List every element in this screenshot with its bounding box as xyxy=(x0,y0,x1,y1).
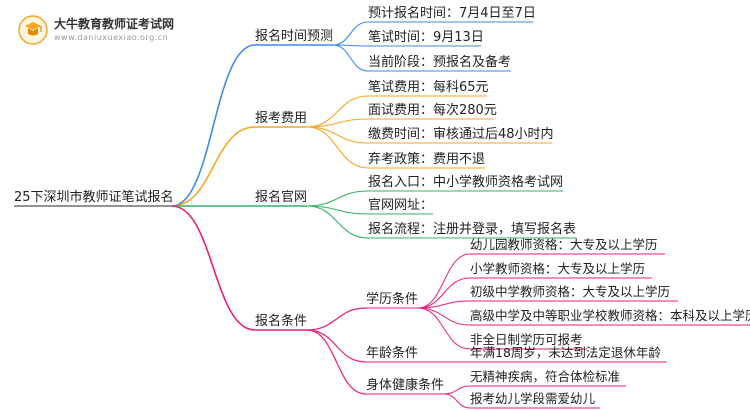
leaf-node: 报名流程：注册并登录，填写报名表 xyxy=(368,221,576,237)
leaf-node: 笔试时间：9月13日 xyxy=(368,29,484,45)
leaf-connector xyxy=(306,126,369,169)
sub-connector xyxy=(306,307,367,331)
root-node: 25下深圳市教师证笔试报名 xyxy=(14,189,174,205)
leaf-node: 预计报名时间：7月4日至7日 xyxy=(368,5,536,21)
leaf-connector xyxy=(417,307,471,350)
leaf-node: 高级中学及中等职业学校教师资格：本科及以上学历 xyxy=(470,308,750,323)
sub-branch-node: 学历条件 xyxy=(366,291,418,307)
branch-connector-fee xyxy=(171,126,256,207)
sub-connector xyxy=(306,329,367,363)
branch-node-fee: 报考费用 xyxy=(255,111,307,126)
leaf-node: 笔试费用：每科65元 xyxy=(368,79,489,95)
leaf-connector xyxy=(306,95,369,128)
graduation-book-icon xyxy=(18,15,48,45)
leaf-node: 年满18周岁，未达到法定退休年龄 xyxy=(470,345,661,360)
leaf-connector xyxy=(417,253,471,309)
leaf-node: 非全日制学历可报考 xyxy=(470,332,583,347)
branch-connector-time xyxy=(171,44,256,207)
leaf-node: 面试费用：每次280元 xyxy=(368,102,497,118)
leaf-node: 当前阶段：预报名及备考 xyxy=(368,54,511,70)
leaf-node: 报名入口：中小学教师资格考试网 xyxy=(368,174,563,190)
sub-branch-node: 年龄条件 xyxy=(366,345,418,361)
leaf-connector xyxy=(332,21,369,46)
sub-branch-node: 身体健康条件 xyxy=(366,377,444,393)
logo-title: 大牛教育教师证考试网 xyxy=(54,17,175,31)
sub-connector xyxy=(306,329,367,395)
leaf-connector xyxy=(306,126,369,144)
leaf-node: 幼儿园教师资格：大专及以上学历 xyxy=(470,237,658,252)
leaf-connector xyxy=(306,205,369,239)
node-labels: 25下深圳市教师证笔试报名 报名时间预测 预计报名时间：7月4日至7日笔试时间：9月… xyxy=(14,5,750,406)
leaf-node: 官网网址： xyxy=(368,197,433,213)
leaf-connector xyxy=(443,393,471,409)
branch-node-site: 报名官网 xyxy=(255,189,307,205)
connector-lines xyxy=(14,21,750,409)
branch-connector-cond xyxy=(171,205,256,331)
leaf-node: 报考幼儿学段需爱幼儿 xyxy=(470,391,596,406)
branch-node-time: 报名时间预测 xyxy=(255,28,333,44)
leaf-connector xyxy=(417,307,471,326)
leaf-node: 缴费时间：审核通过后48小时内 xyxy=(368,126,554,142)
leaf-connector xyxy=(443,385,471,395)
leaf-node: 初级中学教师资格：大专及以上学历 xyxy=(470,284,670,299)
logo-url: www.daniuxuexiao.org.cn xyxy=(54,33,169,42)
leaf-connector xyxy=(417,277,471,309)
leaf-connector xyxy=(306,118,369,128)
branch-node-cond: 报名条件 xyxy=(255,313,307,329)
leaf-node: 弃考政策：费用不退 xyxy=(368,151,485,167)
site-logo[interactable]: 大牛教育教师证考试网 www.daniuxuexiao.org.cn xyxy=(18,12,203,50)
leaf-connector xyxy=(332,44,369,72)
leaf-node: 无精神疾病，符合体检标准 xyxy=(470,369,620,384)
leaf-node: 小学教师资格：大专及以上学历 xyxy=(470,261,645,276)
leaf-connector xyxy=(306,190,369,207)
leaf-connector xyxy=(417,300,471,309)
